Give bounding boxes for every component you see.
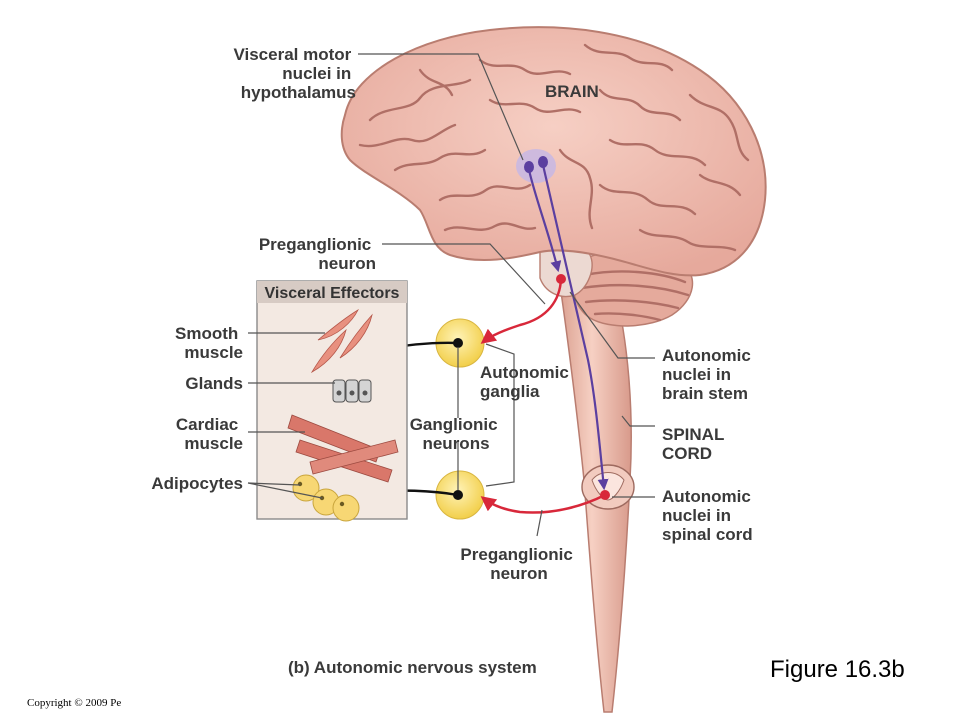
label-spinal-cord: SPINAL CORD (662, 425, 729, 463)
label-cardiac-muscle: Cardiac muscle (176, 415, 243, 453)
leader-spinal-cord (621, 415, 655, 427)
leader-preganglionic-top (382, 243, 546, 305)
label-autonomic-nuclei-spinal-cord: Autonomic nuclei in spinal cord (662, 487, 756, 544)
leader-nuclei-brain-stem (569, 291, 655, 359)
label-smooth-muscle: Smooth muscle (175, 324, 243, 362)
autonomic-ganglion-upper (435, 318, 485, 368)
leader-preganglionic-bottom (536, 509, 543, 537)
label-ganglionic-neurons: Ganglionic neurons (410, 415, 503, 453)
label-preganglionic-neuron-top: Preganglionic neuron (259, 235, 376, 273)
label-brain: BRAIN (545, 82, 599, 101)
label-glands: Glands (185, 374, 243, 393)
leader-autonomic-ganglia (485, 343, 515, 487)
label-autonomic-ganglia: Autonomic ganglia (480, 363, 574, 401)
label-adipocytes: Adipocytes (151, 474, 243, 493)
label-autonomic-nuclei-brain-stem: Autonomic nuclei in brain stem (662, 346, 756, 403)
cerebrum (340, 26, 767, 277)
autonomic-ganglion-lower (435, 470, 485, 520)
visceral-effectors-box: Visceral Effectors (256, 280, 408, 522)
figure-label: Figure 16.3b (770, 656, 905, 683)
figure-caption: (b) Autonomic nervous system (288, 658, 537, 677)
preganglionic-axon-brainstem (480, 278, 563, 344)
cardiac-muscle-fibers (287, 414, 399, 483)
hypothalamic-nuclei (516, 149, 556, 183)
gland-cells (332, 379, 372, 403)
leader-visceral-motor (358, 53, 524, 161)
preganglionic-axon-spinal (480, 493, 606, 514)
label-preganglionic-neuron-bottom: Preganglionic neuron (460, 545, 577, 583)
hypothalamic-tract-to-spinal-cord (541, 164, 609, 491)
copyright-notice: Copyright © 2009 Pe (27, 697, 121, 709)
adipocyte-cells (292, 474, 360, 522)
leader-adipocytes (247, 482, 323, 499)
label-visceral-motor-nuclei: Visceral motor nuclei in hypothalamus (233, 45, 356, 102)
hypothalamic-tract-to-brainstem (527, 169, 562, 273)
visceral-effectors-title: Visceral Effectors (265, 285, 400, 302)
smooth-muscle-cells (310, 308, 373, 374)
